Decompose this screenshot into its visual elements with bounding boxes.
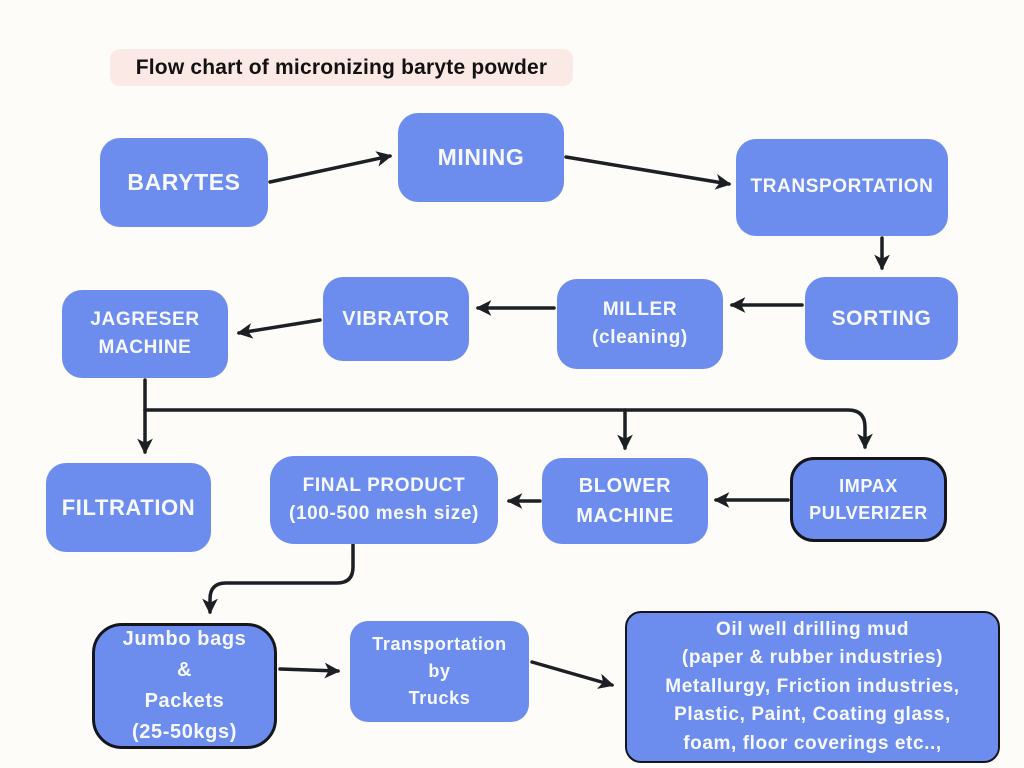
node-impax-pulverizer: IMPAX PULVERIZER	[790, 457, 947, 542]
node-miller-cleaning: MILLER (cleaning)	[557, 279, 723, 369]
arrow-mining-to-transportation	[564, 155, 732, 190]
node-vibrator: VIBRATOR	[323, 277, 469, 361]
page-title: Flow chart of micronizing baryte powder	[110, 49, 573, 86]
arrow-branch-to-impax	[143, 408, 873, 450]
node-transportation-by-trucks: Transportation by Trucks	[350, 621, 529, 722]
arrow-barytes-to-mining	[268, 151, 393, 184]
node-final-product: FINAL PRODUCT (100-500 mesh size)	[270, 456, 498, 544]
arrow-trucks-to-applications	[530, 660, 615, 689]
node-transportation: TRANSPORTATION	[736, 139, 948, 236]
node-filtration: FILTRATION	[46, 463, 211, 552]
node-jagreser-machine: JAGRESER MACHINE	[62, 290, 228, 378]
node-mining: MINING	[398, 113, 564, 202]
arrow-final-product-to-jumbo-bags	[202, 543, 355, 615]
arrow-jumbo-bags-to-trucks	[278, 662, 341, 679]
arrow-vibrator-to-jagreser	[236, 318, 322, 339]
node-barytes: BARYTES	[100, 138, 268, 227]
node-sorting: SORTING	[805, 277, 958, 360]
node-jumbo-bags-packets: Jumbo bags & Packets (25-50kgs)	[92, 623, 277, 749]
node-blower-machine: BLOWER MACHINE	[542, 458, 708, 544]
node-applications-uses: Oil well drilling mud (paper & rubber in…	[625, 611, 1000, 763]
